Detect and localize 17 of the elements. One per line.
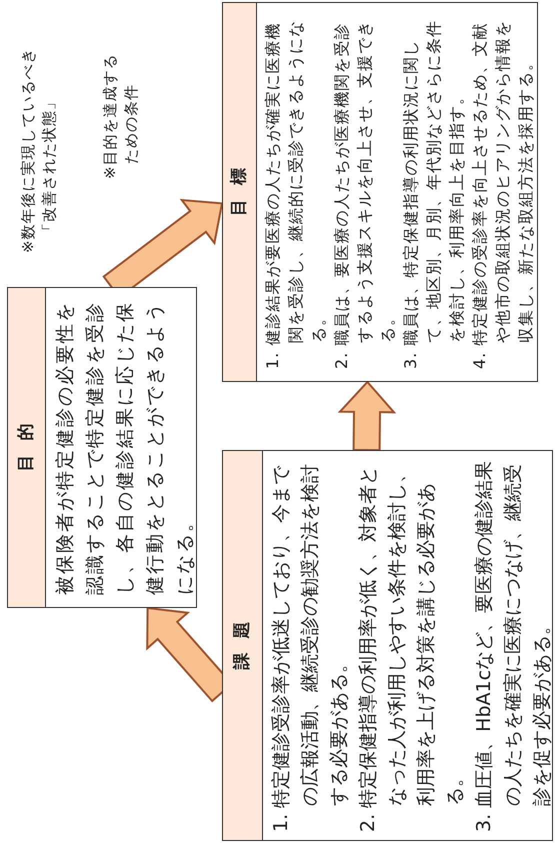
list-item: 1. 特定健診受診率が低迷しており、今までの広報活動、継続受診の勧奨方法を検討する必要がある。 bbox=[269, 463, 351, 832]
text-panel bbox=[222, 450, 553, 841]
panel-header: 課題 bbox=[223, 451, 263, 840]
body-text: 被保険者が特定健診の必要性を認識することで特定健診を受診し、各自の健診結果に応じた保健行動をとることができるようになる。 bbox=[53, 300, 197, 595]
list-item: 2. 職員は、要医療の人たちが医療機関を受診するよう支援スキルを向上させ、支援できる。 bbox=[331, 19, 398, 369]
text-panel bbox=[7, 287, 197, 608]
list-item: 3. 血圧値、HbA1cなど、要医療の健診結果の人たちを確実に医療につなげ、継続受診を促す必要がある。 bbox=[472, 460, 554, 832]
list-item: 2. 特定保健指導の利用率が低く、対象者となった人が利用しやすい条件を検討し、利用率を上げる対策を講じる必要がある。 bbox=[356, 463, 467, 832]
list-item: 3. 職員は、特定保健指導の利用状況に関して、地区別、月別、年代別などさらに条件を検討し、利用率向上を目指す。 bbox=[400, 19, 467, 369]
panel-header: 目的 bbox=[8, 288, 46, 607]
list-item: 1. 健診結果が要医療の人たちが確実に医療機関を受診し、継続的に受診できるようになる。 bbox=[262, 19, 329, 369]
text-panel bbox=[222, 2, 538, 382]
panel-header: 目標 bbox=[223, 3, 257, 381]
note-text: ※目的を達成するための条件 bbox=[100, 52, 141, 179]
note-text: ※数年後に実現しているべき「改善された状態」 bbox=[18, 46, 59, 253]
block-arrow bbox=[338, 380, 396, 452]
list-item: 4. 特定健診の受診率を向上させるため、文献や他市の取組状況のヒアリングから情報を収集し、新たな取組方法を採用する。 bbox=[469, 19, 536, 369]
